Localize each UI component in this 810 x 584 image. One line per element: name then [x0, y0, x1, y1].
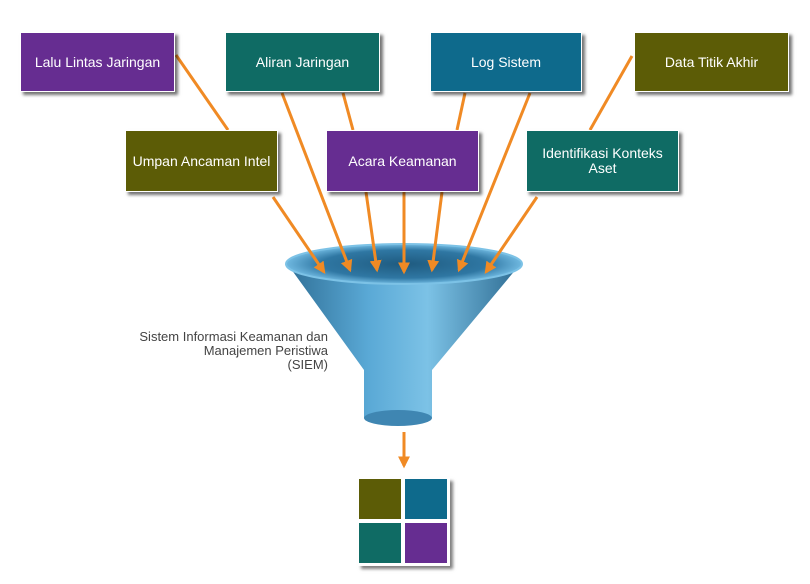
connector-log-sistem	[455, 92, 467, 131]
source-label-umpan-ancaman-intel: Umpan Ancaman Intel	[132, 152, 271, 169]
connector-lalu-lintas	[174, 54, 230, 131]
funnel-body	[286, 262, 522, 425]
arrow-aliran-jaringan	[280, 92, 353, 273]
siem-label-line-3: (SIEM)	[287, 357, 328, 372]
source-label-lalu-lintas-jaringan: Lalu Lintas Jaringan	[34, 53, 161, 70]
arrow-acara-1	[364, 191, 382, 273]
output-tile-teal	[358, 522, 402, 564]
arrows	[271, 92, 539, 469]
source-label-data-titik-akhir: Data Titik Akhir	[664, 53, 759, 70]
output-tile-olive	[358, 478, 402, 520]
output-tiles	[358, 478, 450, 566]
connectors	[174, 54, 634, 131]
source-box-acara-keamanan: Acara Keamanan	[326, 130, 479, 192]
connector-data-titik-akhir	[588, 55, 634, 131]
arrow-log-sistem	[457, 92, 532, 273]
source-label-identifikasi-konteks-aset: Identifikasi Konteks Aset	[542, 145, 663, 176]
source-label-acara-keamanan: Acara Keamanan	[348, 152, 457, 169]
siem-label: Sistem Informasi Keamanan dan Manajemen …	[80, 330, 328, 372]
source-label-aliran-jaringan: Aliran Jaringan	[255, 53, 350, 70]
arrow-umpan-ancaman	[271, 196, 326, 274]
source-box-lalu-lintas-jaringan: Lalu Lintas Jaringan	[20, 32, 175, 92]
siem-label-line-2: Manajemen Peristiwa	[203, 343, 328, 358]
output-tile-blue	[404, 478, 448, 520]
siem-label-line-1: Sistem Informasi Keamanan dan	[139, 329, 328, 344]
source-box-data-titik-akhir: Data Titik Akhir	[634, 32, 789, 92]
source-box-log-sistem: Log Sistem	[430, 32, 582, 92]
arrow-identifikasi-konteks	[484, 196, 539, 274]
source-box-aliran-jaringan: Aliran Jaringan	[225, 32, 380, 92]
funnel-bottom	[364, 410, 432, 426]
source-box-identifikasi-konteks-aset: Identifikasi Konteks Aset	[526, 130, 679, 192]
arrow-acara-3	[427, 191, 444, 273]
output-tile-purple	[404, 522, 448, 564]
source-box-umpan-ancaman-intel: Umpan Ancaman Intel	[125, 130, 278, 192]
connector-aliran-jaringan	[341, 92, 355, 131]
source-label-log-sistem: Log Sistem	[470, 53, 542, 70]
